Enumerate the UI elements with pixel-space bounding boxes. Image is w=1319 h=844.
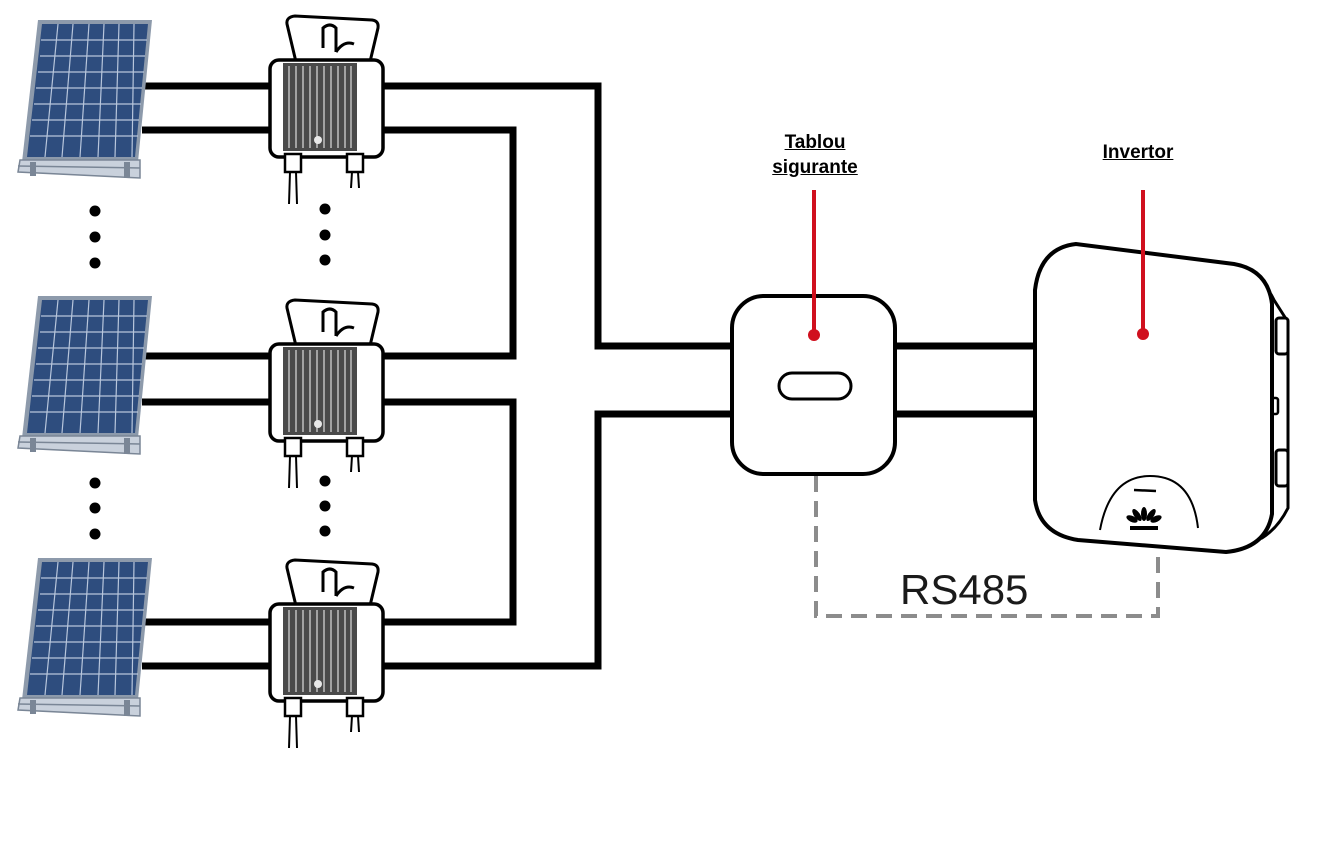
optimizer-1-icon [268,14,385,206]
inverter-icon [1033,190,1290,555]
solar-panel-3-icon [17,557,153,717]
optimizer-2-icon [268,298,385,490]
rs485-line [814,476,1160,618]
solar-panel-1-icon [17,19,153,179]
optimizer-3-icon [268,558,385,750]
fuse-box-icon [730,190,897,476]
solar-panel-2-icon [17,295,153,455]
dc-wiring [142,82,1034,670]
huawei-logo-icon [1126,507,1162,530]
inverter-label: Invertor [1102,142,1174,163]
rs485-label: RS485 [900,566,1029,613]
ellipsis-dots [89,203,331,540]
fuse-box-label: Tablou sigurante [772,132,858,178]
